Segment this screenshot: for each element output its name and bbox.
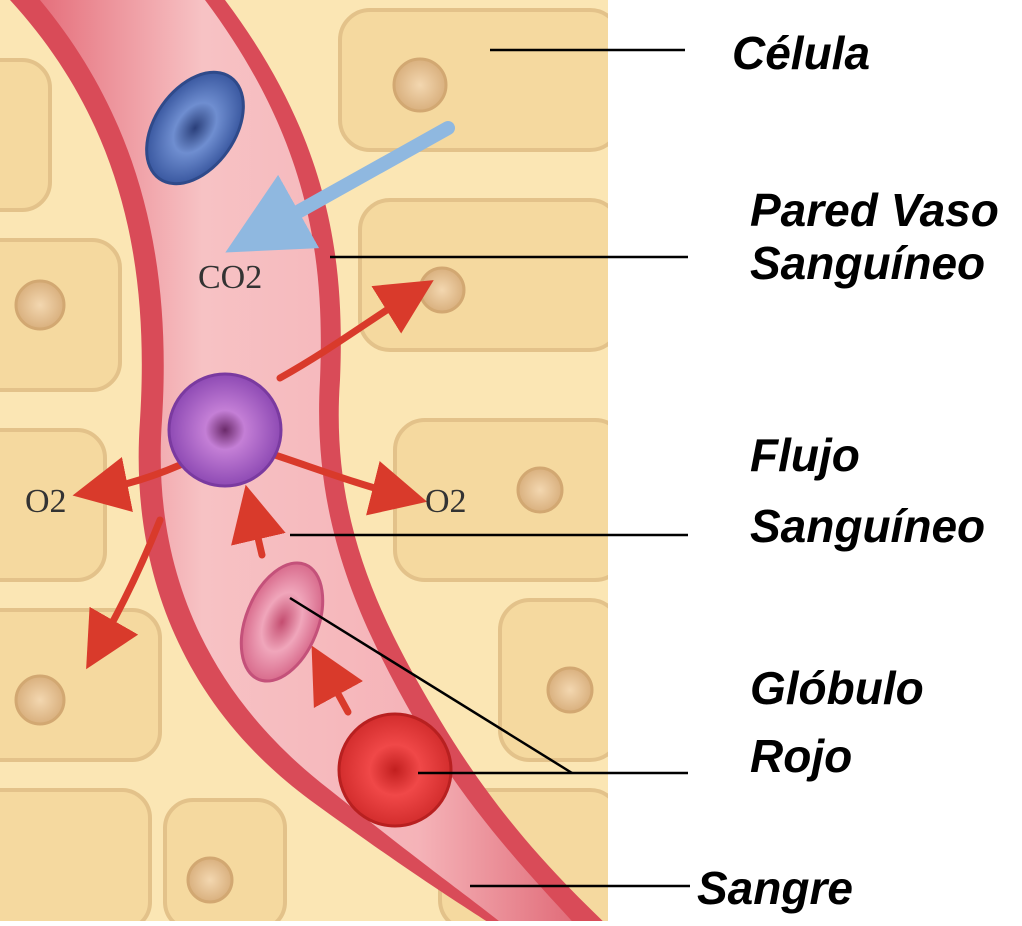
label-pared-line2: Sanguíneo: [750, 240, 985, 286]
illustration-area: CO2 O2 O2: [0, 0, 625, 921]
label-flujo-line1: Flujo: [750, 432, 860, 478]
co2-label: CO2: [198, 259, 262, 296]
o2-left-label: O2: [25, 483, 67, 520]
label-globulo-line1: Glóbulo: [750, 665, 924, 711]
purple-blood-cell: [169, 374, 281, 486]
cell: [340, 10, 620, 150]
cell: [0, 60, 50, 210]
label-sangre: Sangre: [697, 865, 853, 911]
cell: [360, 200, 620, 350]
label-globulo-line2: Rojo: [750, 733, 852, 779]
label-pared-line1: Pared Vaso: [750, 187, 999, 233]
nucleus: [188, 858, 232, 902]
nucleus: [548, 668, 592, 712]
cell: [165, 800, 285, 921]
cell: [0, 790, 150, 921]
nucleus: [420, 268, 464, 312]
red-blood-cell: [339, 714, 451, 826]
label-flujo-line2: Sanguíneo: [750, 503, 985, 549]
nucleus: [394, 59, 446, 111]
o2-right-label: O2: [425, 483, 467, 520]
nucleus: [16, 281, 64, 329]
nucleus: [16, 676, 64, 724]
label-celula: Célula: [732, 30, 870, 76]
nucleus: [518, 468, 562, 512]
